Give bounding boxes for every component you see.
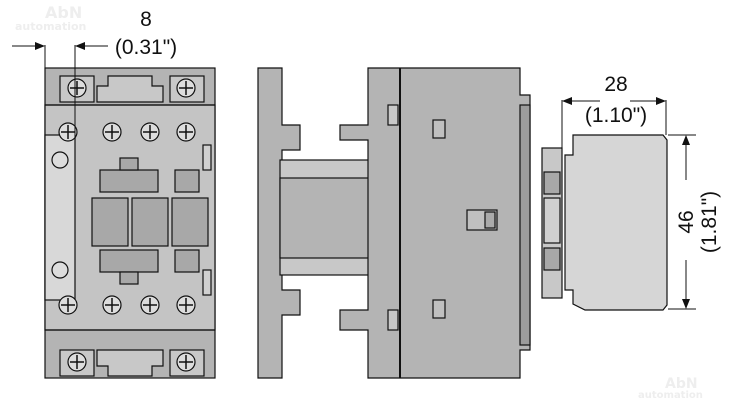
svg-text:AbN: AbN xyxy=(45,3,82,22)
svg-text:(1.81"): (1.81") xyxy=(698,191,721,253)
watermark-bottom: AbN automation xyxy=(638,376,703,400)
svg-text:(1.10"): (1.10") xyxy=(585,104,647,127)
svg-text:(0.31"): (0.31") xyxy=(115,36,177,59)
svg-text:8: 8 xyxy=(140,8,152,31)
dimension-aux-depth: 28 (1.10") xyxy=(561,73,667,150)
dimension-terminal-width: 8 (0.31") xyxy=(12,8,177,300)
front-view xyxy=(44,67,216,379)
svg-text:46: 46 xyxy=(675,210,698,233)
svg-text:AbN: AbN xyxy=(665,376,698,392)
auxiliary-contact-block xyxy=(564,134,668,311)
dimension-aux-height: 46 (1.81") xyxy=(668,134,721,310)
watermark-top: AbN automation xyxy=(15,3,86,33)
svg-text:28: 28 xyxy=(604,73,627,96)
svg-text:automation: automation xyxy=(638,390,703,400)
svg-text:automation: automation xyxy=(15,20,86,33)
side-view xyxy=(257,67,563,379)
